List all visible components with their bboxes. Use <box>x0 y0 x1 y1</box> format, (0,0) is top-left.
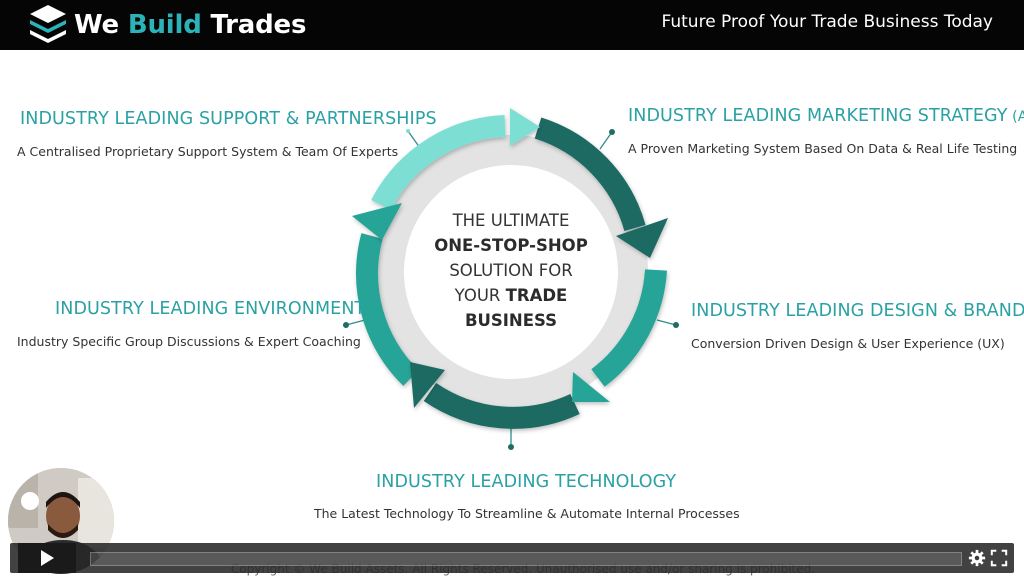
arrow-arc-environment <box>356 233 419 386</box>
support-desc: A Centralised Proprietary Support System… <box>17 144 399 159</box>
center-statement: THE ULTIMATE ONE-STOP-SHOP SOLUTION FOR … <box>411 208 611 333</box>
arrowhead-support <box>510 108 540 146</box>
marketing-title: INDUSTRY LEADING MARKETING STRATEGY (AMM… <box>628 106 1024 126</box>
play-button[interactable] <box>18 543 76 573</box>
center-circle <box>411 172 611 372</box>
design-desc: Conversion Driven Design & User Experien… <box>691 336 1005 351</box>
gear-icon[interactable] <box>968 549 986 567</box>
top-bar: We Build Trades Future Proof Your Trade … <box>0 0 1024 50</box>
brand-logo[interactable]: We Build Trades <box>28 0 306 50</box>
logo-text: We Build Trades <box>74 10 307 40</box>
stacked-layers-icon <box>30 5 66 43</box>
arrowhead-marketing <box>616 218 668 258</box>
arrowhead-design <box>572 372 610 402</box>
inner-ring <box>374 135 648 409</box>
design-title: INDUSTRY LEADING DESIGN & BRANDING <box>691 301 1024 321</box>
center-line-2: ONE-STOP-SHOP <box>434 236 588 255</box>
environment-desc: Industry Specific Group Discussions & Ex… <box>17 334 361 349</box>
arrowhead-technology <box>410 362 445 408</box>
video-player-controls <box>10 543 1014 573</box>
center-line-1: THE ULTIMATE <box>452 211 570 230</box>
arrowhead-environment <box>352 203 402 240</box>
fullscreen-icon[interactable] <box>990 549 1008 567</box>
arrow-arc-design <box>591 269 667 387</box>
center-line-3: SOLUTION FOR <box>449 261 573 280</box>
arrow-arc-technology <box>423 382 580 429</box>
play-icon <box>41 550 54 566</box>
marketing-desc: A Proven Marketing System Based On Data … <box>628 141 1018 156</box>
technology-desc: The Latest Technology To Streamline & Au… <box>314 506 740 521</box>
video-progress-bar[interactable] <box>90 552 962 566</box>
center-line-5: BUSINESS <box>464 311 558 330</box>
center-line-4: YOUR TRADE <box>454 286 568 305</box>
header-tagline: Future Proof Your Trade Business Today <box>661 12 993 32</box>
environment-title: INDUSTRY LEADING ENVIRONMENT <box>55 299 366 319</box>
arrow-arc-support <box>371 115 506 211</box>
technology-title: INDUSTRY LEADING TECHNOLOGY <box>376 472 677 492</box>
support-title: INDUSTRY LEADING SUPPORT & PARTNERSHIPS <box>20 109 437 129</box>
arrow-arc-marketing <box>534 117 646 232</box>
connector-lines <box>343 129 679 450</box>
